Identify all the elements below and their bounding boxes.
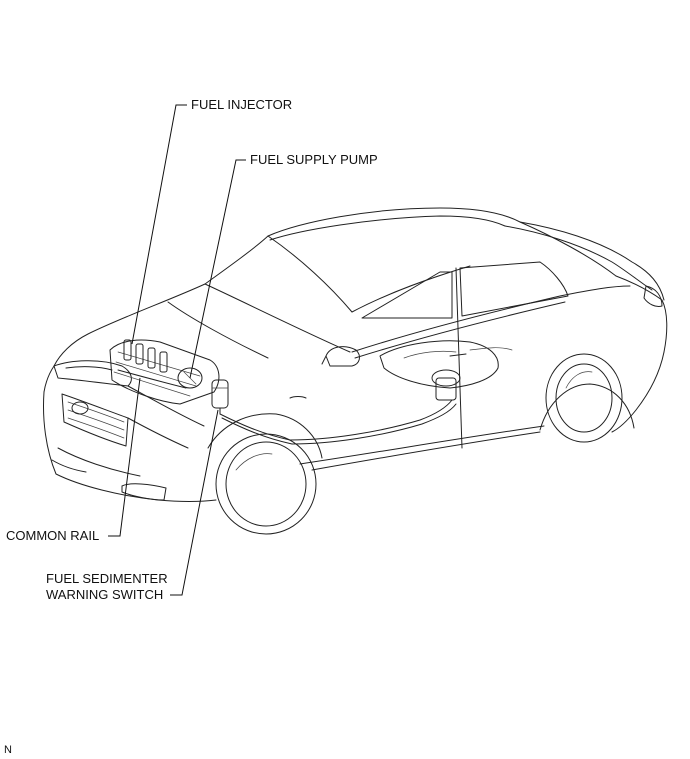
leader-common-rail — [108, 377, 141, 537]
label-fuel-sedimenter-line1: FUEL SEDIMENTER — [46, 571, 168, 586]
label-fuel-sedimenter-warning-switch: FUEL SEDIMENTER WARNING SWITCH — [46, 571, 168, 603]
label-common-rail: COMMON RAIL — [6, 528, 100, 543]
label-fuel-sedimenter-line2: WARNING SWITCH — [46, 587, 164, 602]
engine-assembly — [109, 339, 229, 415]
fuel-line — [219, 399, 457, 445]
leader-fuel-sedimenter — [170, 409, 219, 596]
rear-wheel — [539, 353, 635, 443]
label-fuel-injector: FUEL INJECTOR — [191, 97, 293, 112]
figure-code: N — [4, 744, 12, 756]
car-body-outline — [53, 207, 668, 471]
leader-fuel-supply-pump — [189, 159, 246, 379]
car-front-end — [43, 360, 217, 502]
leader-fuel-injector — [131, 104, 187, 345]
leader-lines — [108, 104, 246, 596]
fuel-tank — [379, 340, 513, 401]
front-wheel — [207, 413, 323, 535]
label-fuel-supply-pump: FUEL SUPPLY PUMP — [250, 152, 378, 167]
